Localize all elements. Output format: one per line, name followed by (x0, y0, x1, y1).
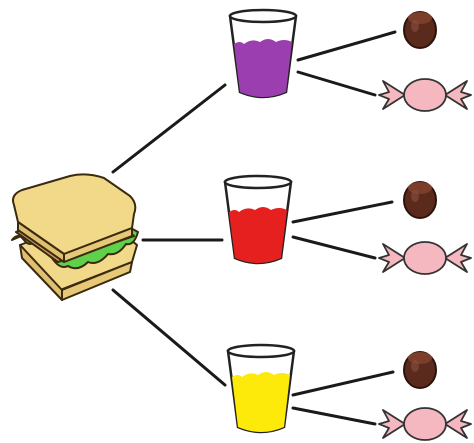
branch-line-red-to-candy (291, 235, 377, 260)
branch-line-purple-to-candy (296, 70, 377, 97)
candy-icon (378, 78, 472, 112)
chocolate-icon (403, 351, 437, 389)
glass-icon (228, 8, 298, 99)
branch-line-sandwich-to-purple (111, 83, 227, 174)
branch-line-sandwich-to-yellow (111, 288, 227, 387)
glass-icon (223, 174, 293, 265)
branch-line-yellow-to-chocolate (291, 370, 395, 397)
chocolate-icon (403, 181, 437, 219)
chocolate-icon (403, 11, 437, 49)
glass-liquid (234, 39, 292, 97)
glass-liquid (232, 372, 290, 432)
branch-line-red-to-chocolate (291, 200, 394, 224)
candy-icon (378, 241, 472, 275)
candy-icon (378, 407, 472, 441)
branch-line-yellow-to-candy (291, 406, 377, 426)
glass-liquid (229, 207, 287, 263)
glass-icon (226, 343, 296, 434)
sandwich-icon (11, 173, 139, 301)
tree-branches (111, 30, 397, 426)
branch-line-purple-to-chocolate (296, 30, 397, 62)
